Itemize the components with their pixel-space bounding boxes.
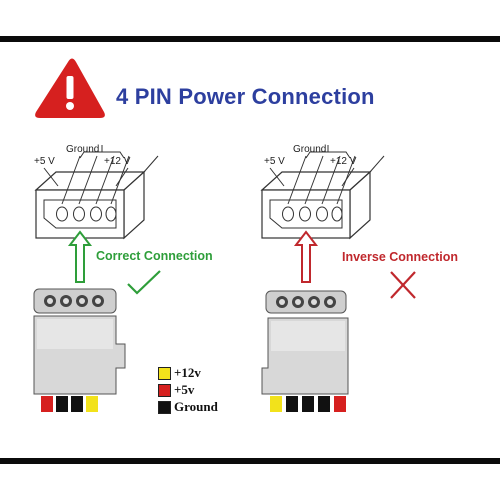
page-title: 4 PIN Power Connection xyxy=(116,84,375,109)
cross-icon xyxy=(390,271,416,299)
right-plus5-label: +5 V xyxy=(264,156,285,167)
right-plus12-label: +12 V xyxy=(330,156,357,167)
correct-connection-label: Correct Connection xyxy=(96,249,213,263)
right-ground-label: Ground xyxy=(293,144,327,155)
legend-label-5v: +5v xyxy=(174,382,195,397)
bottom-border xyxy=(0,458,500,464)
left-plus12-label: +12 V xyxy=(104,156,131,167)
inverse-connection-label: Inverse Connection xyxy=(342,250,458,264)
legend-swatch-12v xyxy=(158,367,171,380)
up-arrow-right xyxy=(293,230,319,283)
left-ground-label: Ground xyxy=(66,144,100,155)
left-plus5-label: +5 V xyxy=(34,156,55,167)
legend-swatch-ground xyxy=(158,401,171,414)
check-icon xyxy=(127,270,161,295)
legend-label-12v: +12v xyxy=(174,365,201,380)
top-border xyxy=(0,36,500,42)
up-arrow-left xyxy=(67,230,93,283)
right-plug xyxy=(261,290,349,412)
legend-label-ground: Ground xyxy=(174,399,218,414)
legend-swatch-5v xyxy=(158,384,171,397)
left-plug xyxy=(33,288,126,412)
